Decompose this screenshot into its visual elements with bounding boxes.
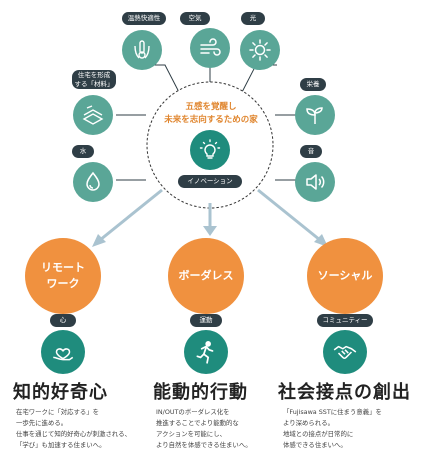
tag-exercise: 運動: [190, 314, 222, 327]
water-drop-icon: [73, 162, 113, 202]
sense-label-air: 空気: [180, 12, 210, 25]
tag-community: コミュニティー: [317, 314, 373, 327]
materials-icon: [73, 95, 113, 135]
pillar-desc-social: 「Fujisawa SSTに住まう意義」をより深められる。地域との接点が日常的に…: [283, 408, 382, 449]
pillar-circle-remote-work: リモート ワーク: [25, 238, 101, 314]
pillar-desc-curiosity: 在宅ワークに「対応する」を一歩先に進める。仕事を通じて知的好奇心が刺激される、「…: [16, 408, 132, 449]
pillar-desc-action: IN/OUTのボーダレス化を推進することでより能動的なアクションを可能にし、より…: [156, 408, 252, 449]
sense-label-light: 光: [241, 12, 265, 25]
center-line1: 五感を覚醒し: [185, 102, 237, 112]
handshake-icon: [323, 330, 367, 374]
sprout-icon: [295, 95, 335, 135]
wind-icon: [190, 28, 230, 68]
arrow-left-head: [92, 234, 106, 247]
arrow-center-head: [203, 226, 217, 236]
center-line2: 未来を志向するための家: [164, 115, 258, 125]
pillar-title-curiosity: 知的好奇心: [13, 382, 108, 403]
thermometer-hand-icon: [122, 30, 162, 70]
tag-heart: 心: [50, 314, 76, 327]
speaker-icon: [295, 162, 335, 202]
sense-label-nutrition: 栄養: [300, 78, 326, 91]
sense-label-water: 水: [72, 145, 94, 158]
pillar-title-social: 社会接点の創出: [278, 382, 411, 403]
lightbulb-icon: [190, 130, 230, 170]
sun-icon: [240, 30, 280, 70]
pillar-circle-social: ソーシャル: [307, 238, 383, 314]
sense-label-materials: 住宅を形成する「材料」: [72, 70, 116, 89]
innovation-badge: イノベーション: [178, 175, 242, 188]
arrow-right: [257, 188, 321, 242]
running-person-icon: [184, 330, 228, 374]
pillar-circle-borderless: ボーダレス: [168, 238, 244, 314]
pillar-title-action: 能動的行動: [153, 382, 248, 403]
arrow-left: [99, 188, 163, 242]
sense-label-sound: 音: [300, 145, 322, 158]
heart-hand-icon: [41, 330, 85, 374]
sense-label-thermal: 温熱快適性: [122, 12, 166, 25]
